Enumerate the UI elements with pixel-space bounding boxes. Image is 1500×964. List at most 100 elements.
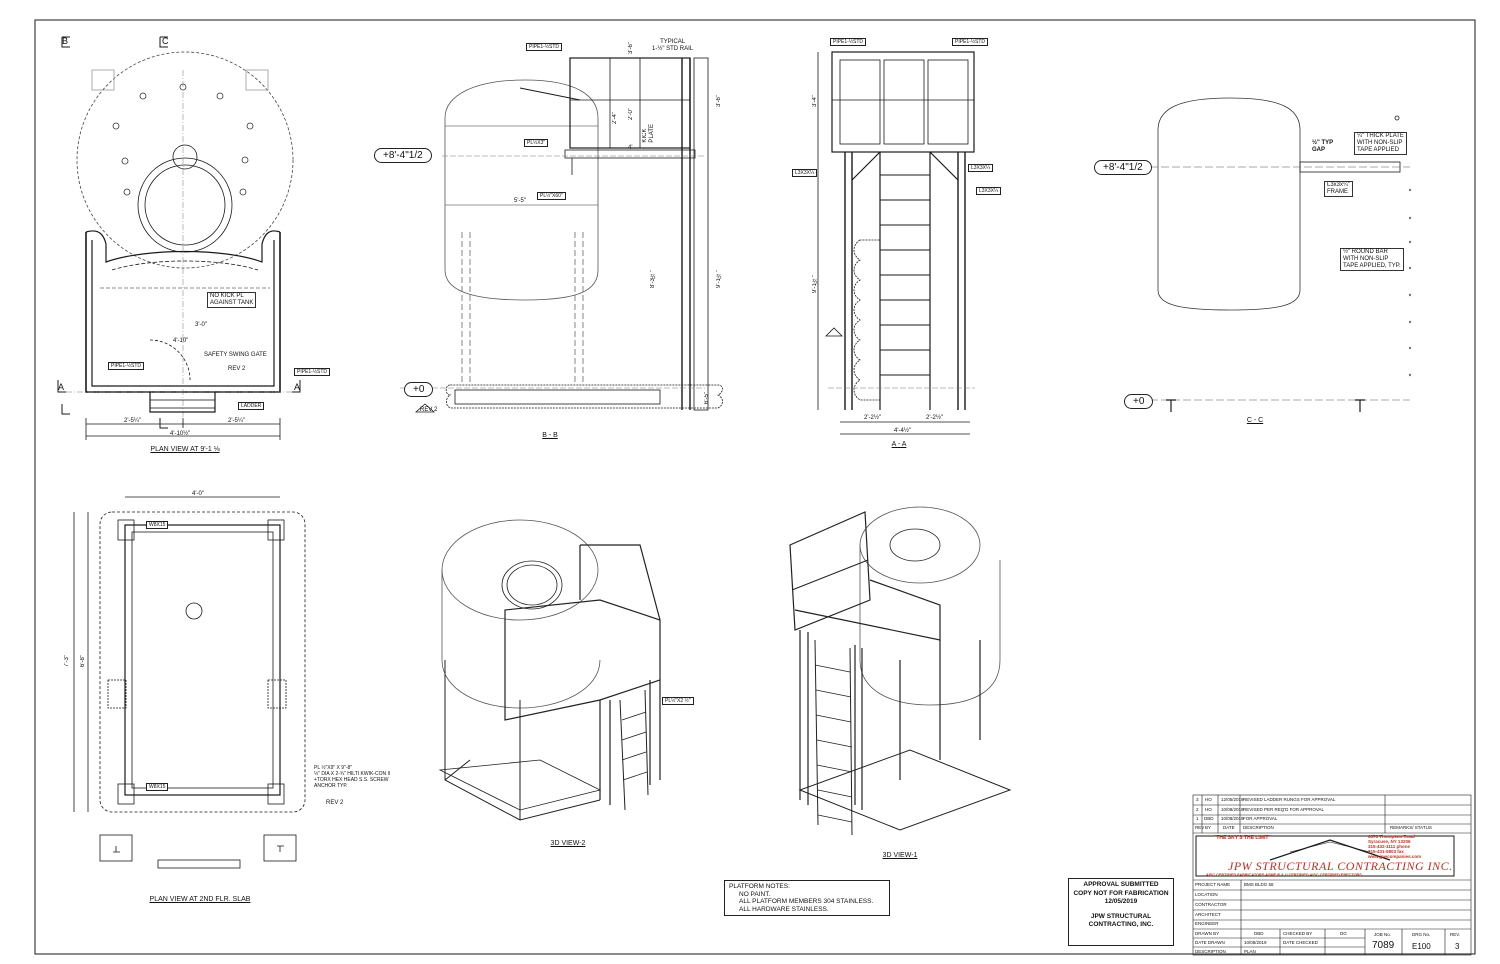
bb-plate-tag-2: PL½"X60": [537, 192, 566, 200]
date-checked-label: DATE CHECKED: [1283, 940, 1318, 945]
rev-2-by: HO: [1205, 807, 1212, 812]
dim-4-10: 4'-10": [173, 338, 189, 344]
view-title-aa: A - A: [891, 441, 907, 448]
hdr-rev: REV: [1195, 825, 1205, 830]
rev-2-desc: REVISED PER REQ'D FOR APPROVAL: [1243, 807, 1325, 812]
rev-2-date: 10/08/2019: [1221, 807, 1244, 812]
rev-1-num: 1: [1196, 816, 1199, 821]
description: PLAN: [1244, 949, 1256, 954]
section-mark-a-left: A: [58, 382, 65, 392]
bb-dim-7: 9'-1½": [716, 270, 722, 288]
location-label: LOCATION: [1195, 892, 1218, 897]
drg-label: DRG No.: [1412, 932, 1431, 937]
cc-checker-note: ¼" THICK PLATE WITH NON-SLIP TAPE APPLIE…: [1354, 132, 1407, 155]
bb-kick-plate: KICK PLATE: [642, 124, 655, 143]
checked-by-label: CHECKED BY: [1283, 931, 1313, 936]
approval-stamp: APPROVAL SUBMITTED COPY NOT FOR FABRICAT…: [1068, 878, 1174, 946]
notes-line-1: NO PAINT.: [739, 890, 771, 898]
section-aa: [817, 51, 975, 435]
architect-label: ARCHITECT: [1195, 912, 1221, 917]
slab-beam-tag-bottom: W8X15: [146, 783, 169, 791]
aa-dim-4: 2'-2½": [926, 415, 943, 421]
bb-dim-4: 3'-6": [716, 95, 722, 107]
description-label: DESCRIPTION: [1195, 949, 1226, 954]
pipe-tag-left: PIPE1-½STD: [108, 362, 145, 370]
dim-2-5-left: 2'-5¼": [124, 418, 141, 424]
no-kick-note: NO KICK PL AGAINST TANK: [207, 292, 257, 308]
view-3d-1: [789, 506, 1012, 836]
company-name: JPW STRUCTURAL CONTRACTING INC.: [1228, 859, 1453, 873]
view-title-slab: PLAN VIEW AT 2ND FLR. SLAB: [149, 896, 251, 903]
aa-dim-2: 9'-1½": [812, 275, 818, 293]
section-mark-a-right: A: [294, 382, 301, 392]
view3d-plate-tag: PL½"X2 ½": [662, 697, 694, 705]
drawn-by-label: DRAWN BY: [1195, 931, 1220, 936]
rev-3-by: HO: [1205, 797, 1212, 802]
bb-dim-9: 6'-5": [704, 392, 710, 404]
slab-anchor-note: PL ½"X9" X 9"-8" ½" DIA X 2-¾" HILTI KWI…: [314, 765, 391, 789]
view-title-plan-top: PLAN VIEW AT 9'-1 ⅛: [150, 446, 220, 453]
hdr-by: BY: [1205, 825, 1212, 830]
aa-angle-tag-1: L3X3X¼: [792, 169, 818, 177]
rev-number: 3: [1455, 942, 1460, 951]
slab-beam-tag-top: W8X15: [146, 521, 169, 529]
aa-angle-tag-2: L3X3X¼: [968, 164, 994, 172]
rev-1-date: 10/08/2019: [1221, 816, 1244, 821]
title-block-lines: [1192, 794, 1472, 956]
approval-line-1: APPROVAL SUBMITTED: [1083, 881, 1159, 888]
approval-line-3: 12/05/2019: [1104, 898, 1138, 905]
dim-4-10-half: 4'-10½": [170, 431, 191, 437]
plan-view-top: [57, 36, 301, 440]
project-name-label: PROJECT NAME: [1195, 882, 1231, 887]
elevation-top-bb: +8'-4"1/2: [374, 148, 432, 163]
approval-line-4: JPW STRUCTURAL: [1090, 912, 1152, 920]
elevation-bottom-cc: +0: [1124, 394, 1154, 409]
slab-dim-total: 7'-3": [64, 655, 70, 667]
slab-rev2: REV 2: [326, 800, 344, 806]
bb-dim-8: 4': [628, 145, 633, 151]
bb-plate-tag-1: PL½X3": [524, 139, 549, 147]
section-mark-c: C: [162, 36, 169, 46]
dim-3-0: 3'-0": [195, 322, 207, 328]
plan-view-slab: [73, 496, 306, 869]
bb-dim-3: 2'-0": [628, 108, 634, 120]
bb-typical-rail: TYPICAL 1-½" STD RAIL: [652, 39, 694, 52]
engineer-label: ENGINEER: [1195, 921, 1219, 926]
view-3d-2: [438, 519, 661, 821]
company-slogan: "THE SKY'S THE LIMIT": [1214, 835, 1271, 841]
contractor-label: CONTRACTOR: [1195, 902, 1227, 907]
view-title-bb: B - B: [542, 432, 558, 439]
notes-title: PLATFORM NOTES:: [729, 883, 790, 890]
section-cc: [1150, 97, 1412, 412]
job-label: JOB No.: [1374, 932, 1392, 937]
aa-pipe-tag-left: PIPE1-½STD: [830, 38, 867, 46]
bb-dim-5: 5'-5": [514, 198, 526, 204]
rev-1-desc: FOR APPROVAL: [1243, 816, 1278, 821]
drg-number: E100: [1412, 942, 1431, 951]
rev-3-date: 12/05/2019: [1221, 797, 1244, 802]
rev-label: REV.: [1450, 932, 1461, 937]
company-address: 6376 Thompson Road Syracuse, NY 13206 31…: [1368, 834, 1422, 859]
pipe-tag-right: PIPE1-½STD: [294, 368, 331, 376]
company-certs: AISC CERTIFIED FABRICATORS ASME R & U CE…: [1206, 873, 1362, 877]
cc-frame-note: L3x3x¼" FRAME: [1324, 181, 1354, 197]
view-title-cc: C - C: [1246, 417, 1264, 424]
rev-1-by: DBD: [1204, 816, 1214, 821]
platform-notes: PLATFORM NOTES: NO PAINT. ALL PLATFORM M…: [724, 880, 890, 916]
hdr-date: DATE: [1223, 825, 1235, 830]
bb-rev2: REV 2: [420, 407, 438, 413]
bb-pipe-tag: PIPE1-½STD: [526, 43, 563, 51]
slab-dim-inner: 6'-8": [80, 655, 86, 667]
bb-dim-6: 8'-3½": [650, 270, 656, 288]
date-drawn-label: DATE DRAWN: [1195, 940, 1225, 945]
rev-3-num: 3: [1196, 797, 1199, 802]
section-mark-b: B: [62, 36, 69, 46]
section-bb: [400, 57, 723, 413]
elevation-bottom-bb: +0: [404, 382, 434, 397]
elevation-top-cc: +8'-4"1/2: [1094, 160, 1152, 175]
notes-line-2: ALL PLATFORM MEMBERS 304 STAINLESS.: [739, 898, 874, 905]
view-title-3d-2: 3D VIEW-2: [550, 840, 586, 847]
slab-dim-width: 4'-0": [192, 491, 204, 497]
